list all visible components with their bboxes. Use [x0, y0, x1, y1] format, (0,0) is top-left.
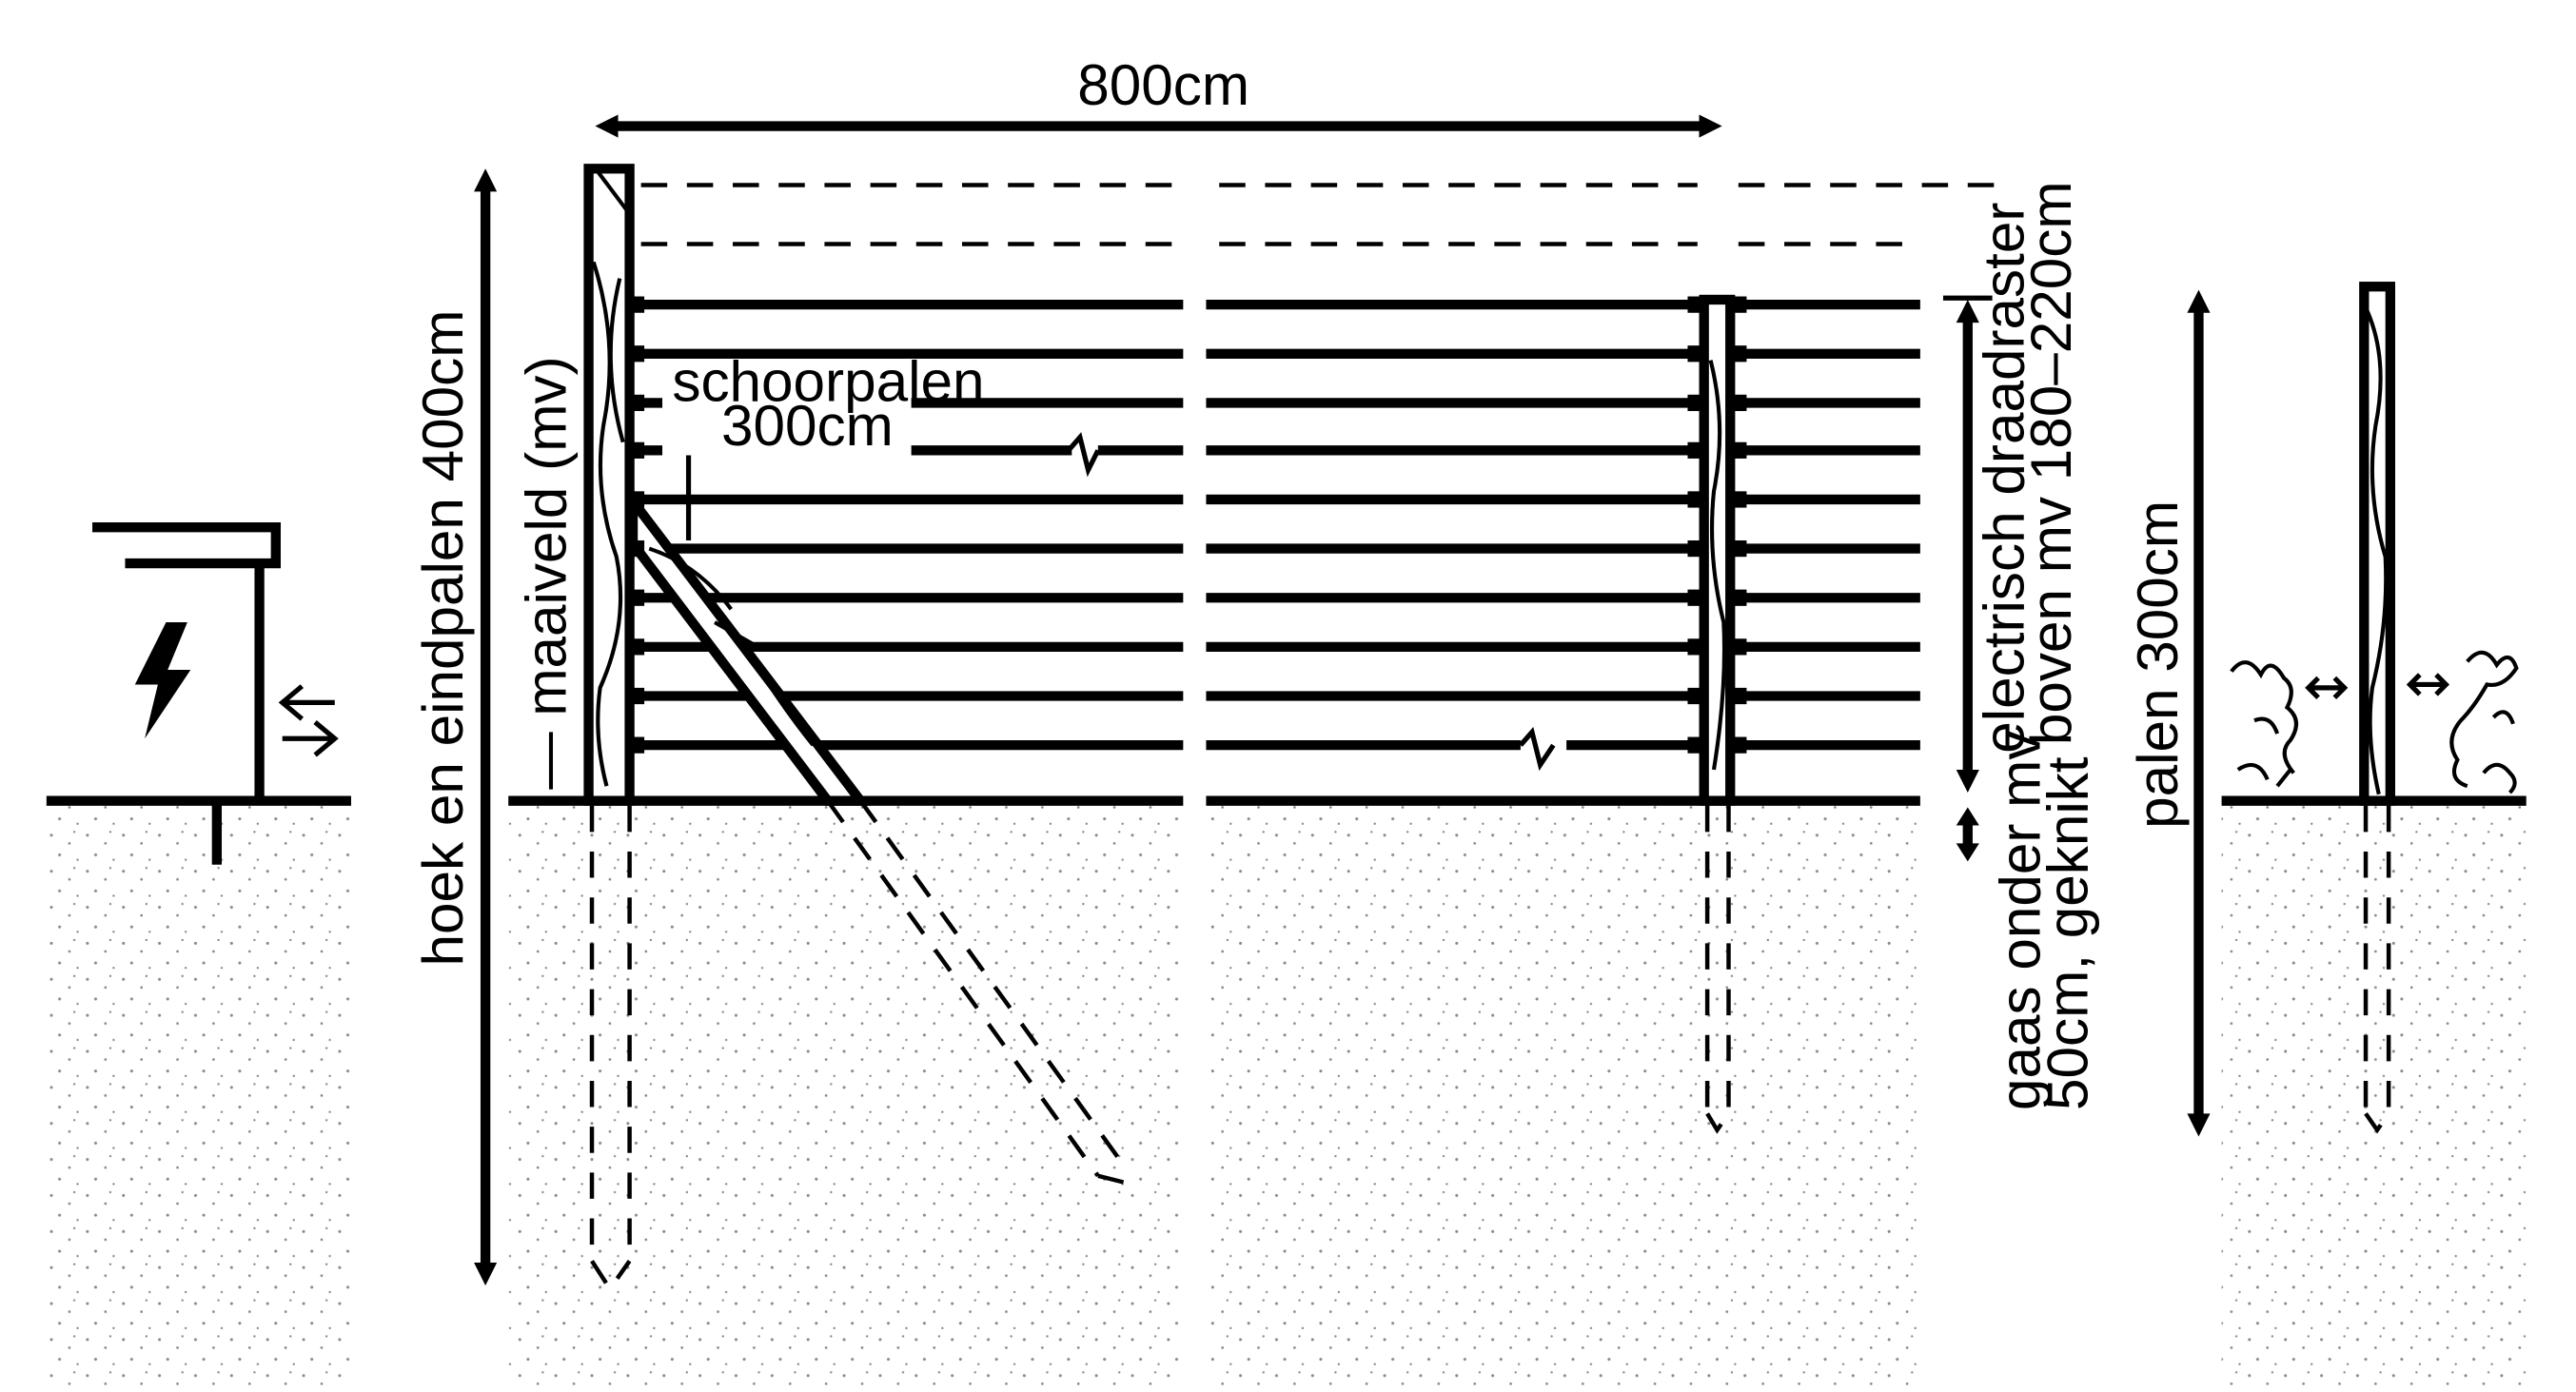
zigzag-break-icon — [1066, 432, 1101, 478]
brace-posts-length-label: 300cm — [721, 393, 894, 458]
double-headed-arrow-icon — [2305, 676, 2349, 700]
corner-post — [583, 164, 635, 1293]
corner-posts-label: hoek en eindpalen 400cm — [410, 310, 475, 967]
lightning-bolt-icon — [134, 622, 191, 739]
insulators-intermediate — [1687, 296, 1747, 754]
intermediate-post — [1699, 294, 1736, 1134]
vegetation-left — [2230, 660, 2298, 788]
span-label: 800cm — [1077, 52, 1249, 117]
standalone-post — [2359, 282, 2396, 1134]
wire-mesh-height-arrow — [1942, 295, 1993, 794]
wire-mesh-label-line2: boven mv 180–220cm — [2018, 181, 2083, 745]
post-height-arrow — [2187, 289, 2211, 1137]
soil — [46, 805, 2527, 1392]
electric-wires — [633, 299, 1920, 751]
top-dashed-lines — [640, 183, 2001, 246]
posts-300-label: palen 300cm — [2125, 500, 2190, 829]
brace-posts-label: schoorpalen — [672, 349, 984, 414]
mesh-below-ground-arrow — [1956, 807, 1979, 862]
span-arrow — [595, 114, 1722, 138]
mesh-below-label-line2: 50cm, geknikt — [2035, 756, 2099, 1110]
ground-level-label: — maaiveld (mv) — [513, 356, 578, 789]
bidirectional-arrows-icon — [278, 684, 339, 757]
mesh-below-label-line1: gaas onder mv — [1988, 732, 2053, 1110]
insulators-left — [629, 296, 645, 754]
corner-post-height-arrow — [474, 168, 498, 1286]
energizer — [92, 522, 339, 865]
zigzag-break-icon — [1518, 726, 1556, 772]
vegetation-right — [2449, 650, 2519, 794]
double-headed-arrow-icon — [2406, 673, 2450, 696]
wire-mesh-label-line1: electrisch draadraster — [1971, 203, 2035, 754]
